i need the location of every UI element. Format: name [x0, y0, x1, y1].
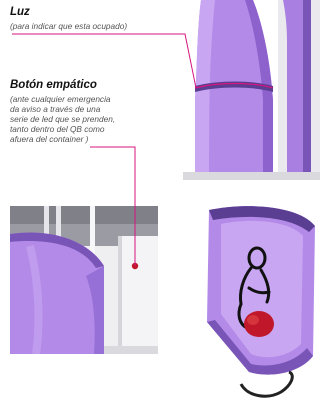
luz-title: Luz: [10, 6, 30, 18]
luz-note: (para indicar que esta ocupado): [10, 21, 127, 31]
boton-note-line-5: afuera del container ): [10, 134, 88, 144]
boton-title: Botón empático: [10, 79, 97, 91]
boton-note-line-3: serie de led que se prenden,: [10, 114, 115, 124]
boton-note-line-1: (ante cualquier emergencia: [10, 94, 111, 104]
emergency-button-led: [132, 263, 138, 269]
capsule-user-drawing: [189, 196, 320, 406]
capsule-exterior-render: [183, 0, 320, 180]
boton-note-line-2: da aviso a través de una: [10, 104, 100, 114]
capsule-interior-render: [10, 206, 158, 354]
boton-note-line-4: tanto dentro del QB como: [10, 124, 105, 134]
capsule-exterior-drawing: [183, 0, 320, 180]
capsule-interior-drawing: [10, 206, 158, 354]
capsule-user-render: [189, 196, 320, 406]
